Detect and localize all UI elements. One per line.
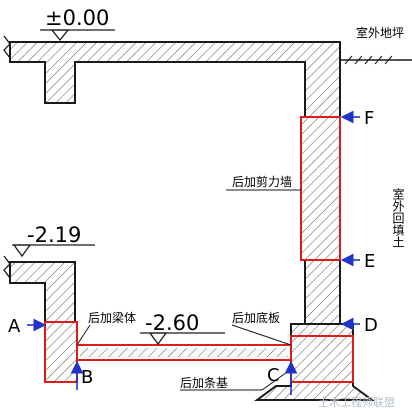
watermark: 土木工程师联盟	[318, 396, 395, 409]
level-bottom-text: -2.60	[145, 311, 199, 335]
point-F-marker: F	[340, 108, 374, 129]
base-slab-label: 后加底板	[232, 310, 280, 325]
point-E-marker: E	[340, 251, 375, 272]
level-mid-text: -2.19	[27, 223, 81, 247]
strip-foundation-label: 后加条基	[180, 376, 228, 390]
backfill-label: 室外回填土	[391, 187, 405, 248]
added-base-slab	[76, 344, 292, 361]
level-mark-mid: -2.19	[12, 223, 95, 258]
point-A-marker: A	[8, 316, 47, 337]
added-shear-wall	[300, 116, 341, 261]
point-B-label: B	[81, 367, 93, 388]
roof-slab	[9, 41, 341, 118]
point-A-label: A	[8, 316, 21, 337]
point-B-marker: B	[70, 360, 93, 390]
point-C-marker: C	[267, 360, 298, 395]
break-symbol-mid	[3, 255, 11, 279]
point-D-marker: D	[340, 315, 378, 336]
mid-slab	[9, 261, 76, 323]
outdoor-ground-label: 室外地坪	[356, 25, 404, 40]
level-mark-bottom: -2.60	[140, 311, 225, 346]
added-beam-body	[44, 321, 78, 383]
point-C-label: C	[267, 365, 280, 386]
leader-lines	[76, 189, 301, 391]
ground-line-right	[340, 55, 412, 65]
break-symbol-top	[3, 35, 11, 59]
shear-wall-label: 后加剪力墙	[232, 174, 292, 189]
point-D-label: D	[364, 315, 378, 336]
existing-wall-lower	[304, 259, 341, 325]
beam-body-label: 后加梁体	[88, 310, 136, 325]
point-F-label: F	[364, 108, 374, 129]
level-top-text: ±0.00	[45, 6, 109, 30]
point-E-label: E	[364, 251, 375, 272]
level-mark-top: ±0.00	[40, 6, 115, 42]
